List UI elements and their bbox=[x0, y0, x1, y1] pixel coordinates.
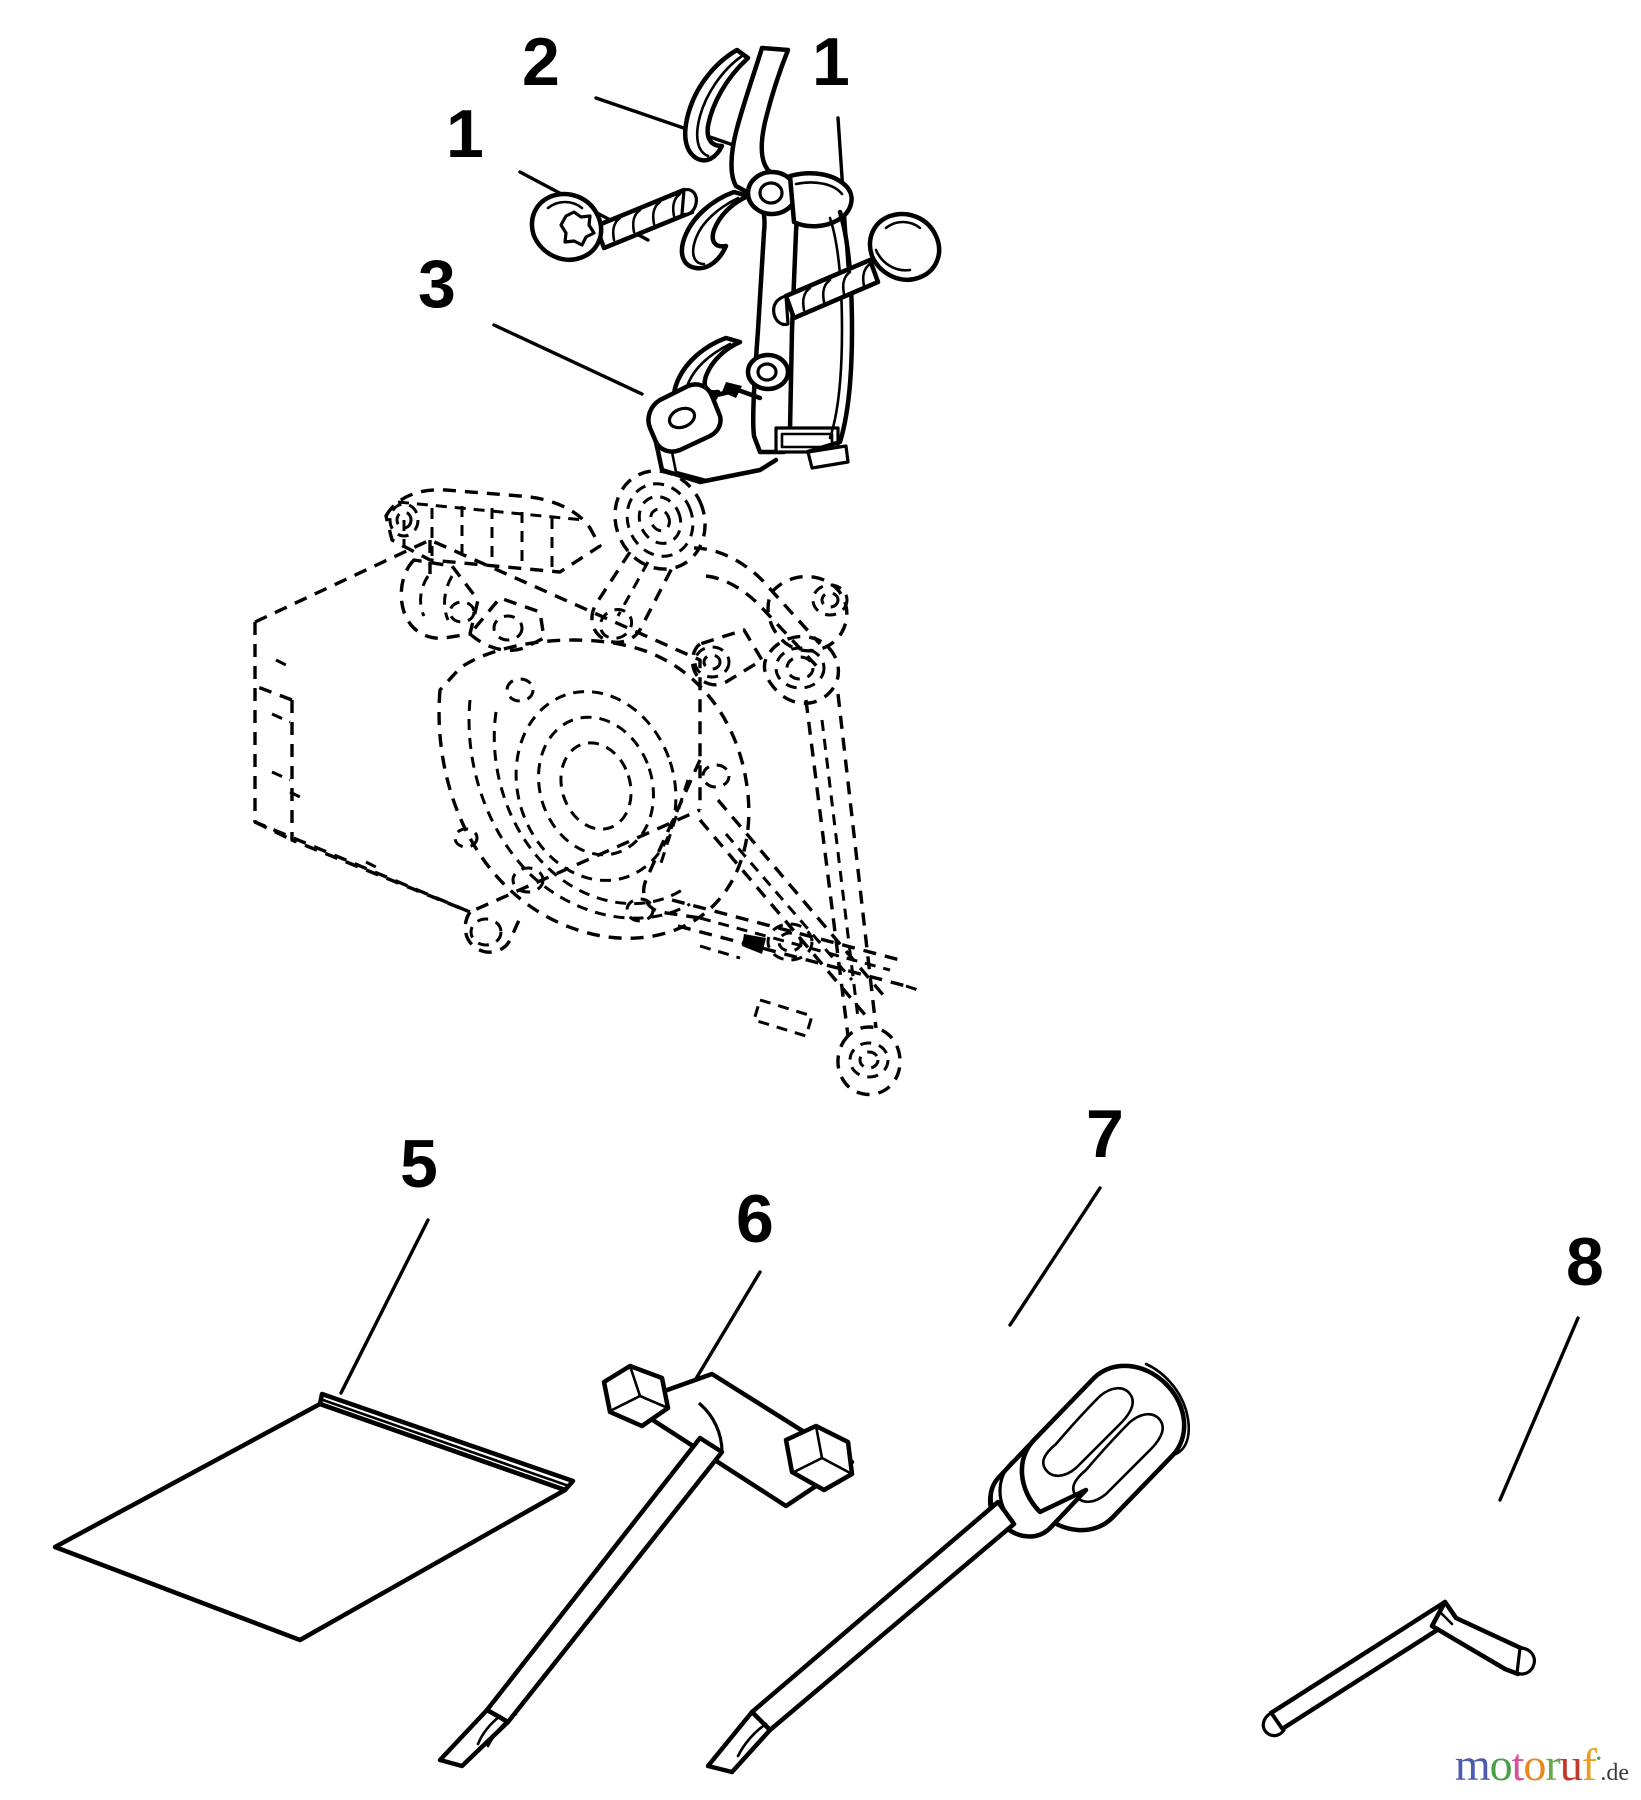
callout-number-1-right: 1 bbox=[812, 24, 850, 100]
watermark-letter-r-4: r bbox=[1545, 1739, 1560, 1790]
screwdriver-part bbox=[705, 1362, 1190, 1775]
watermark-letter-t-2: t bbox=[1511, 1739, 1525, 1790]
callout-number-2: 2 bbox=[522, 24, 560, 100]
brake-handle-part bbox=[671, 45, 855, 470]
torx-screw-right-part bbox=[772, 211, 942, 327]
watermark-letter-f-6: f bbox=[1581, 1739, 1597, 1790]
callout-number-6: 6 bbox=[736, 1181, 774, 1257]
callout-number-3: 3 bbox=[418, 246, 456, 322]
watermark-suffix: .de bbox=[1600, 1760, 1629, 1786]
motoruf-watermark: motoruf•.de bbox=[1455, 1742, 1629, 1788]
engine-housing-assembly bbox=[253, 469, 919, 1097]
operator-manual-part bbox=[52, 1391, 576, 1643]
hex-key-part bbox=[1261, 1599, 1536, 1738]
watermark-letter-m-0: m bbox=[1454, 1739, 1491, 1790]
watermark-letter-o-3: o bbox=[1523, 1739, 1546, 1790]
watermark-letter-o-1: o bbox=[1489, 1739, 1513, 1790]
watermark-wordmark: motoruf• bbox=[1454, 1739, 1602, 1790]
torx-screw-left-part bbox=[529, 187, 698, 262]
watermark-dot-icon: • bbox=[1596, 1751, 1601, 1768]
callout-number-7: 7 bbox=[1086, 1096, 1124, 1172]
t-wrench-scrench-part bbox=[437, 1363, 855, 1769]
callout-leader-lines bbox=[339, 96, 1580, 1502]
callout-number-1-left: 1 bbox=[446, 96, 484, 172]
brake-bracket-part bbox=[646, 382, 779, 485]
watermark-letter-u-5: u bbox=[1559, 1739, 1583, 1790]
callout-number-8: 8 bbox=[1566, 1224, 1604, 1300]
callout-number-5: 5 bbox=[400, 1126, 438, 1202]
